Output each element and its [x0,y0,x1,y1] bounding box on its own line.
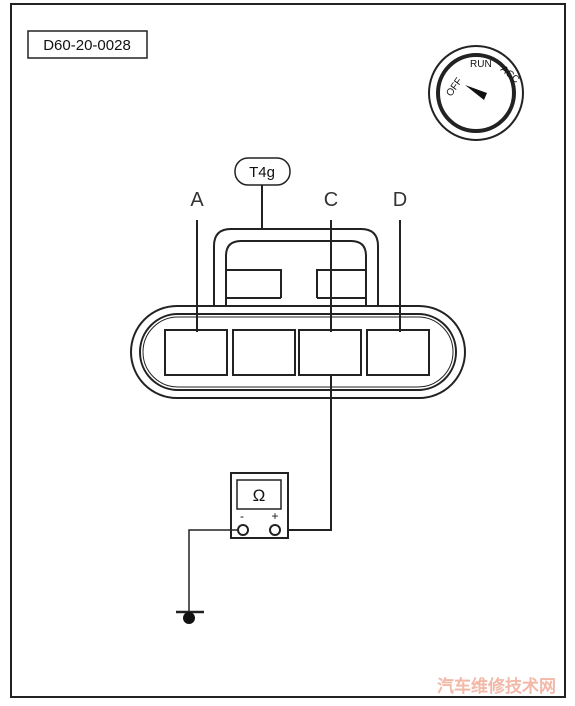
meter-plus-label: + [271,509,278,523]
meter-minus-label: - [240,509,244,523]
figure-code: D60-20-0028 [43,37,131,54]
meter-terminal-positive [269,524,281,536]
switch-pointer [465,85,487,100]
pin-cavity-b [232,329,296,376]
ignition-switch-icon: OFF RUN ACC [428,45,524,141]
connector-name: T4g [249,164,275,181]
switch-position-run: RUN [470,59,492,70]
ohmmeter-display [236,479,282,510]
figure-code-box: D60-20-0028 [27,30,148,59]
ohm-symbol: Ω [253,486,266,505]
meter-terminal-negative [237,524,249,536]
ground-wire [188,529,238,612]
pin-label-d: D [393,189,407,211]
probe-wire-positive [281,375,332,531]
ohmmeter: Ω - + [230,472,289,539]
outer-frame [10,3,566,698]
connector-tag: T4g [234,157,291,229]
pin-label-c: C [324,189,338,211]
ground-icon [176,610,204,624]
connector-latch [213,228,379,318]
pin-cavity-a [164,329,228,376]
pin-cavity-d [366,329,430,376]
pin-cavity-c [298,329,362,376]
watermark: 汽车维修技术网 [437,676,556,696]
pin-label-a: A [190,189,204,211]
